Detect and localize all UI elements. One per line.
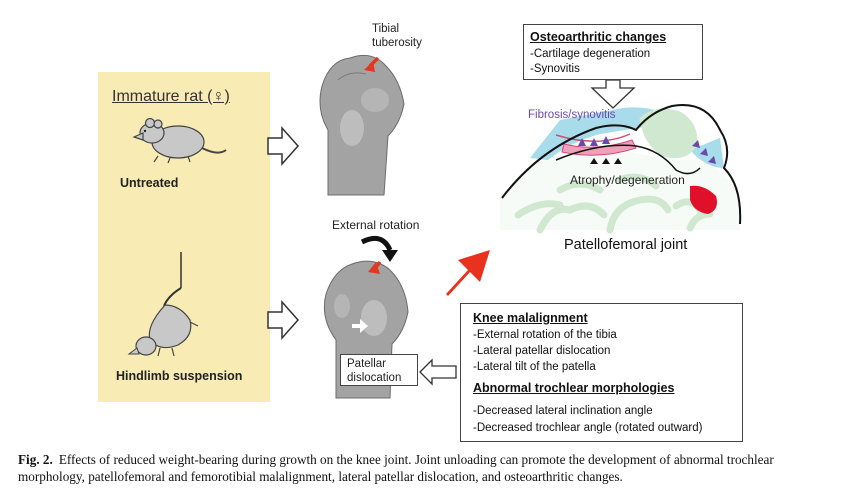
external-rotation-label: External rotation xyxy=(332,218,420,232)
oa-item: -Cartilage degeneration xyxy=(530,48,651,60)
rotation-arrow-icon xyxy=(360,235,398,262)
outline-arrow-icon xyxy=(267,126,300,340)
caption-label: Fig. 2. xyxy=(18,452,53,467)
rat-icon xyxy=(132,117,227,164)
trochlear-item: -Decreased trochlear angle (rotated outw… xyxy=(473,422,703,434)
figure-caption: Fig. 2.Effects of reduced weight-bearing… xyxy=(18,451,828,485)
patellofemoral-joint-diagram xyxy=(500,104,742,234)
osteoarthritic-changes-box: Osteoarthritic changes -Cartilage degene… xyxy=(523,24,703,80)
patellar-dislocation-label: Patellar dislocation xyxy=(347,358,402,384)
panel-title: Immature rat (♀) xyxy=(112,88,230,105)
oa-heading: Osteoarthritic changes xyxy=(530,30,667,44)
hindlimb-label: Hindlimb suspension xyxy=(116,369,243,383)
malalignment-item: -Lateral patellar dislocation xyxy=(473,345,611,357)
untreated-label: Untreated xyxy=(120,176,179,190)
bone-render xyxy=(319,54,405,196)
red-arrow-icon xyxy=(446,250,490,296)
suspended-rat-icon xyxy=(127,252,199,357)
patellar-dislocation-box: Patellar dislocation xyxy=(340,354,418,386)
outline-arrow-icon xyxy=(419,79,636,386)
trochlear-item: -Decreased lateral inclination angle xyxy=(473,405,653,417)
oa-item: -Synovitis xyxy=(530,63,580,75)
caption-text: Effects of reduced weight-bearing during… xyxy=(18,452,774,484)
joint-name-label: Patellofemoral joint xyxy=(564,237,688,253)
malalignment-item: -External rotation of the tibia xyxy=(473,329,617,341)
malalignment-item: -Lateral tilt of the patella xyxy=(473,361,596,373)
fibrosis-label: Fibrosis/synovitis xyxy=(528,109,616,121)
tibial-tuberosity-text: Tibial tuberosity xyxy=(372,23,422,49)
malalignment-heading: Knee malalignment xyxy=(473,311,588,325)
atrophy-label: Atrophy/degeneration xyxy=(570,173,685,187)
trochlear-heading: Abnormal trochlear morphologies xyxy=(473,381,675,395)
knee-malalignment-box: Knee malalignment -External rotation of … xyxy=(460,303,743,442)
